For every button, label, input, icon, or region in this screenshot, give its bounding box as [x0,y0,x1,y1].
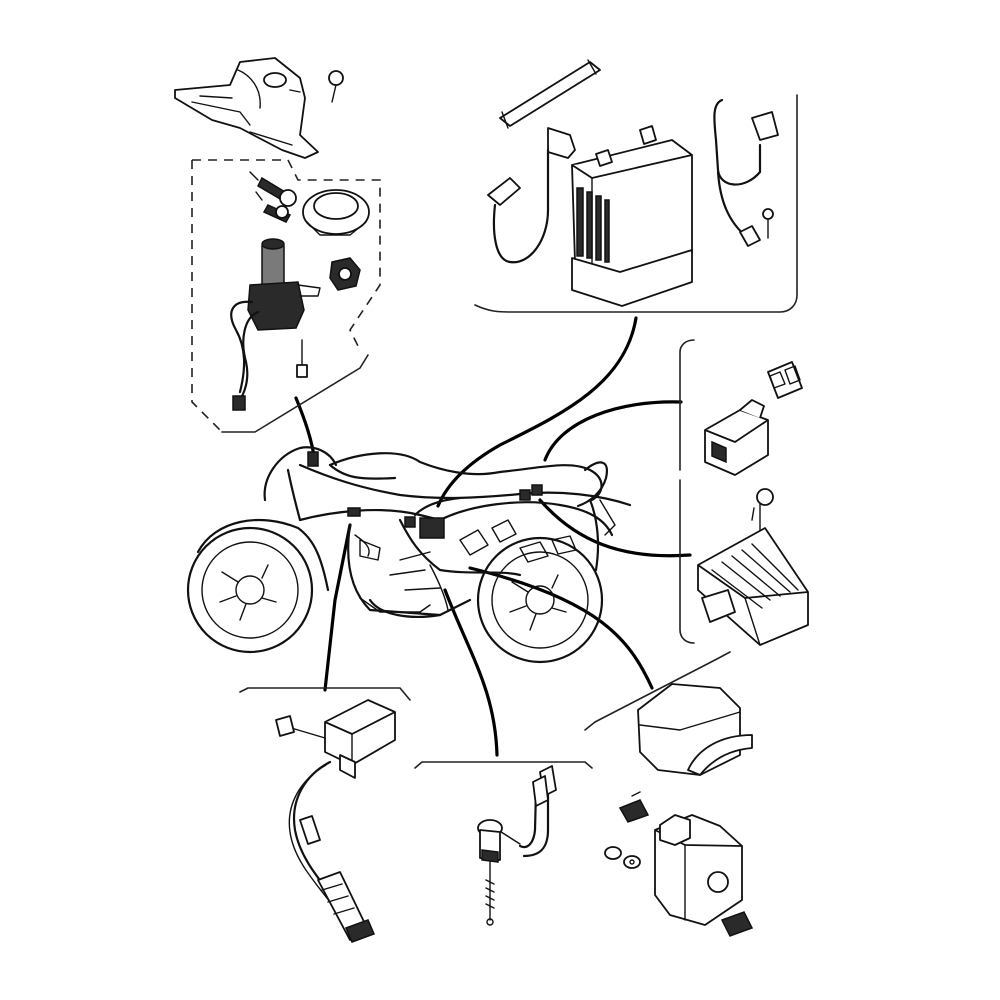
leader-neutral [443,588,499,757]
starter-relay-icon [604,683,754,937]
ignition-coil-icon [275,699,396,943]
main-switch-frame-bottom [221,354,369,433]
motorcycle-icon [186,446,632,664]
rectifier-regulator-icon [697,488,809,646]
leader-starter-relay [468,566,654,690]
main-switch-icon [191,159,381,433]
leader-relay [543,400,683,462]
seat-lock-bracket-icon [174,57,344,159]
battery-icon [487,59,779,307]
lock-cylinder-icon [329,257,361,291]
neutral-frame [414,761,593,769]
group-frames [221,94,798,769]
coil-frame [239,687,411,701]
right-frame-lower [679,479,695,644]
leader-lines [294,316,692,757]
battery-frame [474,94,798,313]
leader-coil [323,523,352,692]
fuel-cap-icon [302,189,370,236]
starter-frame [584,651,731,731]
key-icon [249,171,297,223]
leader-rectifier [538,498,692,558]
right-frame [679,339,695,471]
neutral-switch-icon [477,765,557,926]
relay-connector-icon [704,361,803,476]
leader-battery [436,316,638,508]
